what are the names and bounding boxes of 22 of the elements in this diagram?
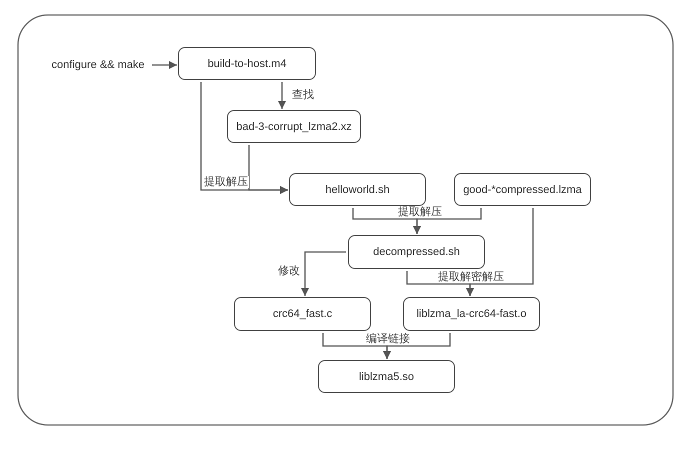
file-box: good-*compressed.lzma: [454, 173, 591, 206]
arrow: [383, 333, 451, 359]
edge-label: 查找: [291, 89, 315, 101]
arrow: [413, 208, 482, 234]
edge-label: 提取解压: [397, 206, 443, 218]
file-box: build-to-host.m4: [178, 47, 316, 80]
edge-label: 修改: [277, 265, 301, 277]
edge-label: 编译链接: [365, 333, 411, 345]
file-box: crc64_fast.c: [234, 297, 371, 331]
file-box: bad-3-corrupt_lzma2.xz: [227, 110, 361, 143]
arrow: [248, 145, 288, 194]
arrow: [278, 82, 286, 109]
edge-label: 提取解压: [203, 176, 249, 188]
file-box: liblzma5.so: [318, 360, 455, 393]
arrow: [301, 251, 346, 296]
file-box: liblzma_la-crc64-fast.o: [403, 297, 540, 331]
arrow: [466, 208, 534, 296]
file-box: helloworld.sh: [289, 173, 426, 206]
file-box: decompressed.sh: [348, 235, 485, 269]
arrow: [152, 61, 177, 69]
command-text: configure && make: [46, 57, 150, 73]
edge-label: 提取解密解压: [437, 271, 505, 283]
